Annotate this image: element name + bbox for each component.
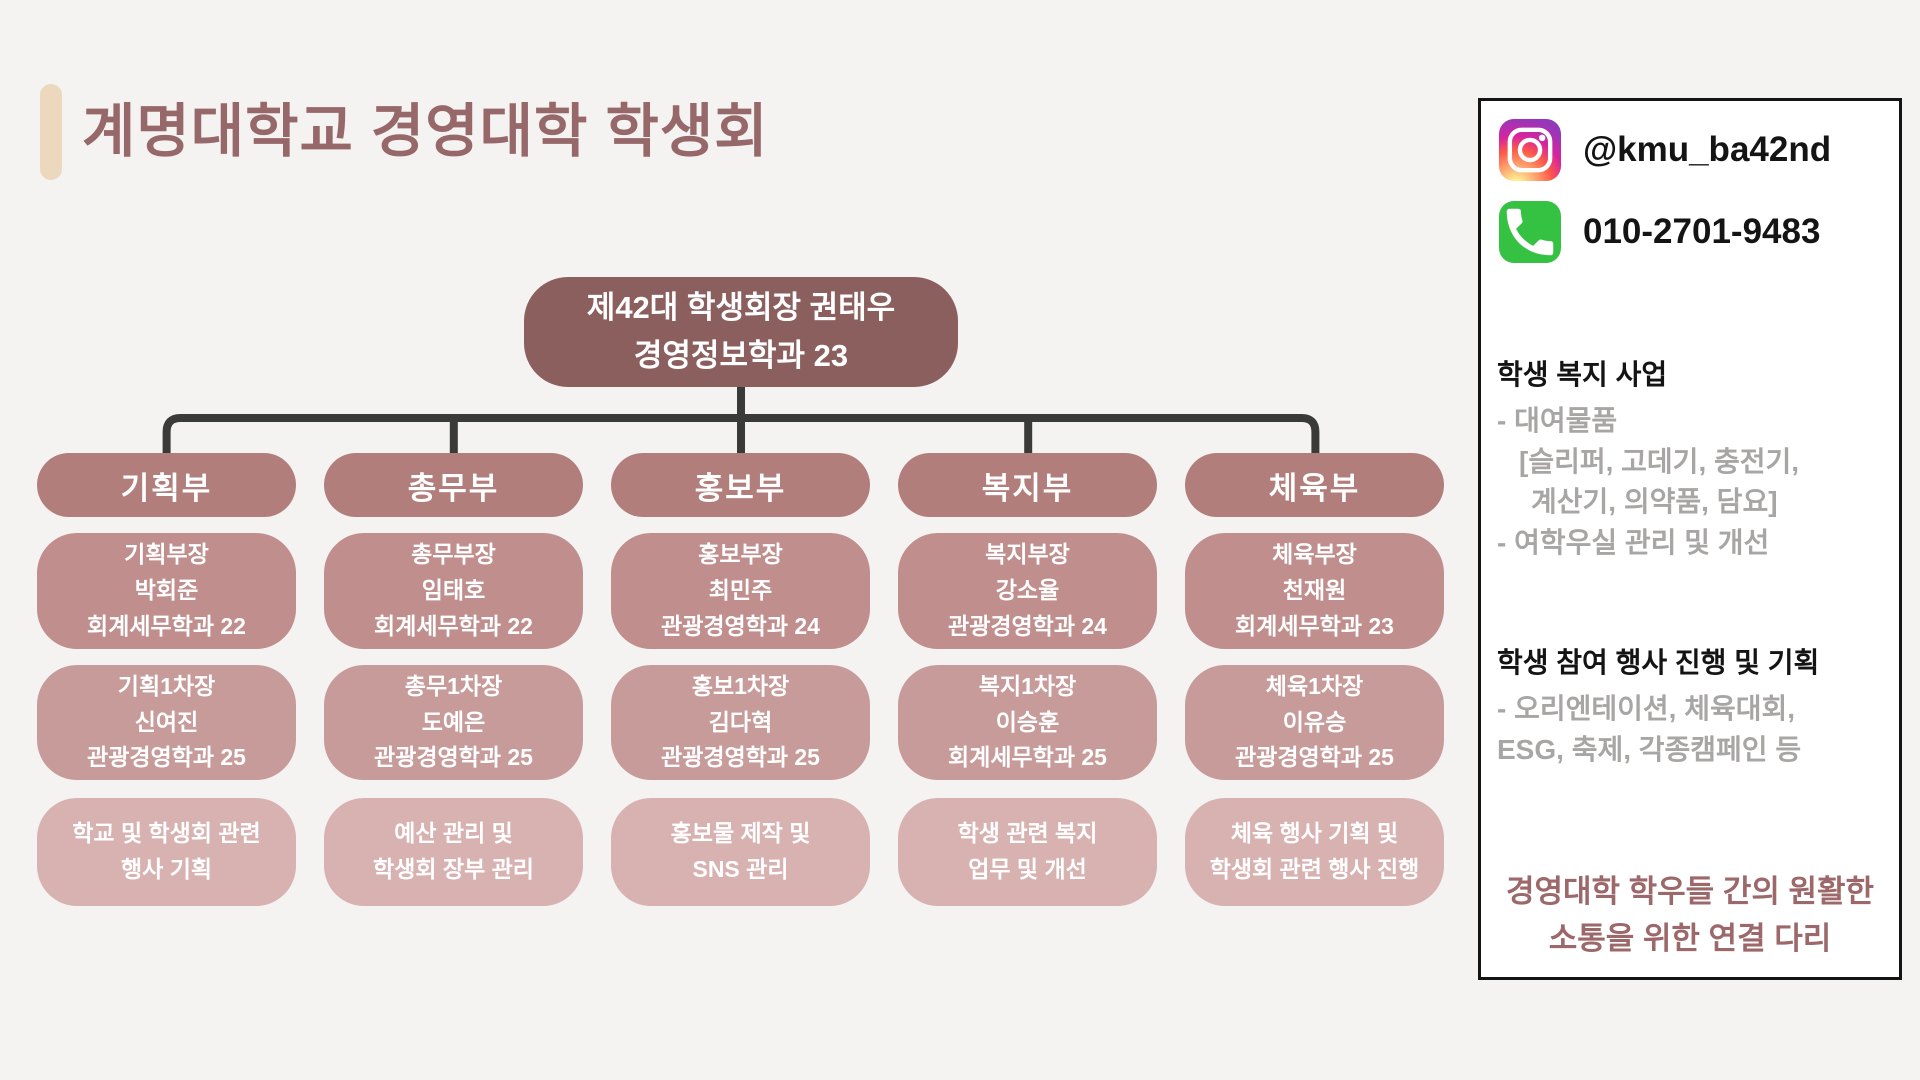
card-line: 예산 관리 및 (394, 820, 513, 847)
card-line: 업무 및 개선 (968, 856, 1087, 882)
title-accent-bar (40, 84, 62, 180)
card-line: 이유승 (1282, 708, 1347, 735)
dept-role-card: 체육 행사 기획 및 학생회 관련 행사 진행 (1185, 798, 1444, 906)
welfare-section: 학생 복지 사업 - 대여물품 [슬리퍼, 고데기, 충전기, 계산기, 의약품… (1497, 353, 1885, 563)
card-line: 총무1차장 (404, 672, 503, 699)
card-line: 학생회 장부 관리 (373, 856, 534, 882)
dept-header: 기획부 (37, 453, 296, 517)
card-line: 체육 행사 기획 및 (1230, 820, 1399, 847)
dept-column-public-relations: 홍보부 홍보부장 최민주 관광경영학과 24 홍보1차장 김다혁 관광경영학과 … (611, 453, 870, 906)
dept-head-card: 총무부장 임태호 회계세무학과 22 (324, 533, 583, 649)
card-line: 강소율 (995, 577, 1060, 604)
phone-row: 010-2701-9483 (1499, 201, 1820, 263)
card-line: 복지1차장 (978, 672, 1077, 699)
dept-deputy-card: 복지1차장 이승훈 회계세무학과 25 (898, 665, 1157, 780)
section-line: - 여학우실 관리 및 개선 (1497, 526, 1770, 558)
org-columns: 기획부 기획부장 박회준 회계세무학과 22 기획1차장 신여진 관광경영학과 … (37, 453, 1445, 906)
card-line: 관광경영학과 24 (661, 612, 820, 639)
card-line: 신여진 (134, 708, 199, 735)
card-line: 학생회 관련 행사 진행 (1209, 856, 1420, 882)
card-line: 도예은 (421, 708, 486, 735)
card-line: 회계세무학과 22 (374, 612, 533, 639)
dept-head-card: 홍보부장 최민주 관광경영학과 24 (611, 533, 870, 649)
card-line: 기획1차장 (117, 672, 216, 699)
section-line: 계산기, 의약품, 담요] (1531, 486, 1778, 518)
section-line: [슬리퍼, 고데기, 충전기, (1519, 445, 1800, 477)
president-box: 제42대 학생회장 권태우 경영정보학과 23 (524, 277, 958, 387)
dept-role-card: 학교 및 학생회 관련 행사 기획 (37, 798, 296, 906)
card-line: 홍보물 제작 및 (670, 820, 811, 847)
section-heading: 학생 참여 행사 진행 및 기획 (1497, 647, 1820, 678)
card-line: 관광경영학과 25 (87, 744, 246, 771)
card-line: 임태호 (421, 577, 486, 604)
card-line: 행사 기획 (120, 856, 213, 882)
dept-column-general-affairs: 총무부 총무부장 임태호 회계세무학과 22 총무1차장 도예은 관광경영학과 … (324, 453, 583, 906)
section-line: - 오리엔테이션, 체육대회, (1497, 693, 1796, 724)
dept-role-card: 예산 관리 및 학생회 장부 관리 (324, 798, 583, 906)
card-line: 천재원 (1282, 577, 1347, 604)
dept-header: 홍보부 (611, 453, 870, 517)
card-line: 기획부장 (124, 541, 209, 568)
dept-column-athletics: 체육부 체육부장 천재원 회계세무학과 23 체육1차장 이유승 관광경영학과 … (1185, 453, 1444, 906)
card-line: 김다혁 (708, 708, 773, 735)
card-line: 총무부장 (411, 541, 496, 568)
dept-column-welfare: 복지부 복지부장 강소율 관광경영학과 24 복지1차장 이승훈 회계세무학과 … (898, 453, 1157, 906)
sidebar-footer-slogan: 경영대학 학우들 간의 원활한 소통을 위한 연결 다리 (1489, 869, 1891, 962)
section-heading: 학생 복지 사업 (1497, 359, 1668, 390)
dept-deputy-card: 총무1차장 도예은 관광경영학과 25 (324, 665, 583, 780)
events-section: 학생 참여 행사 진행 및 기획 - 오리엔테이션, 체육대회, ESG, 축제… (1497, 641, 1885, 770)
president-major: 경영정보학과 23 (633, 338, 849, 373)
dept-head-card: 체육부장 천재원 회계세무학과 23 (1185, 533, 1444, 649)
slogan-line: 소통을 위한 연결 다리 (1548, 920, 1832, 956)
dept-deputy-card: 홍보1차장 김다혁 관광경영학과 25 (611, 665, 870, 780)
card-line: 홍보부장 (698, 541, 783, 568)
phone-icon (1499, 201, 1561, 263)
card-line: 홍보1차장 (691, 672, 790, 699)
card-line: 회계세무학과 23 (1235, 612, 1394, 639)
card-line: 관광경영학과 25 (1235, 744, 1394, 771)
instagram-handle: @kmu_ba42nd (1583, 130, 1832, 169)
section-line: - 대여물품 (1497, 405, 1618, 436)
card-line: 회계세무학과 25 (948, 744, 1107, 771)
card-line: 관광경영학과 25 (374, 744, 533, 771)
phone-number: 010-2701-9483 (1583, 212, 1821, 251)
dept-deputy-card: 기획1차장 신여진 관광경영학과 25 (37, 665, 296, 780)
card-line: 복지부장 (985, 541, 1070, 568)
card-line: 학교 및 학생회 관련 (72, 820, 261, 847)
card-line: 관광경영학과 25 (661, 744, 820, 771)
dept-role-card: 홍보물 제작 및 SNS 관리 (611, 798, 870, 906)
slogan-line: 경영대학 학우들 간의 원활한 (1505, 874, 1875, 909)
card-line: 회계세무학과 22 (87, 612, 246, 639)
card-line: 최민주 (708, 577, 773, 604)
card-line: 이승훈 (995, 708, 1060, 735)
president-title: 제42대 학생회장 권태우 (586, 289, 896, 325)
card-line: 체육부장 (1272, 541, 1357, 568)
dept-header: 체육부 (1185, 453, 1444, 517)
dept-head-card: 복지부장 강소율 관광경영학과 24 (898, 533, 1157, 649)
section-line: ESG, 축제, 각종캠페인 등 (1497, 733, 1802, 765)
dept-column-planning: 기획부 기획부장 박회준 회계세무학과 22 기획1차장 신여진 관광경영학과 … (37, 453, 296, 906)
dept-head-card: 기획부장 박회준 회계세무학과 22 (37, 533, 296, 649)
dept-deputy-card: 체육1차장 이유승 관광경영학과 25 (1185, 665, 1444, 780)
dept-header: 복지부 (898, 453, 1157, 517)
card-line: 관광경영학과 24 (948, 612, 1107, 639)
card-line: 박회준 (134, 577, 199, 604)
instagram-icon (1499, 119, 1561, 181)
card-line: 체육1차장 (1265, 672, 1364, 699)
info-sidebar: @kmu_ba42nd 010-2701-9483 학생 복지 사업 - 대여물… (1478, 98, 1902, 980)
card-line: 학생 관련 복지 (957, 820, 1098, 847)
page-title: 계명대학교 경영대학 학생회 (82, 99, 769, 164)
card-line: SNS 관리 (692, 856, 789, 882)
dept-header: 총무부 (324, 453, 583, 517)
dept-role-card: 학생 관련 복지 업무 및 개선 (898, 798, 1157, 906)
instagram-row: @kmu_ba42nd (1499, 119, 1831, 181)
